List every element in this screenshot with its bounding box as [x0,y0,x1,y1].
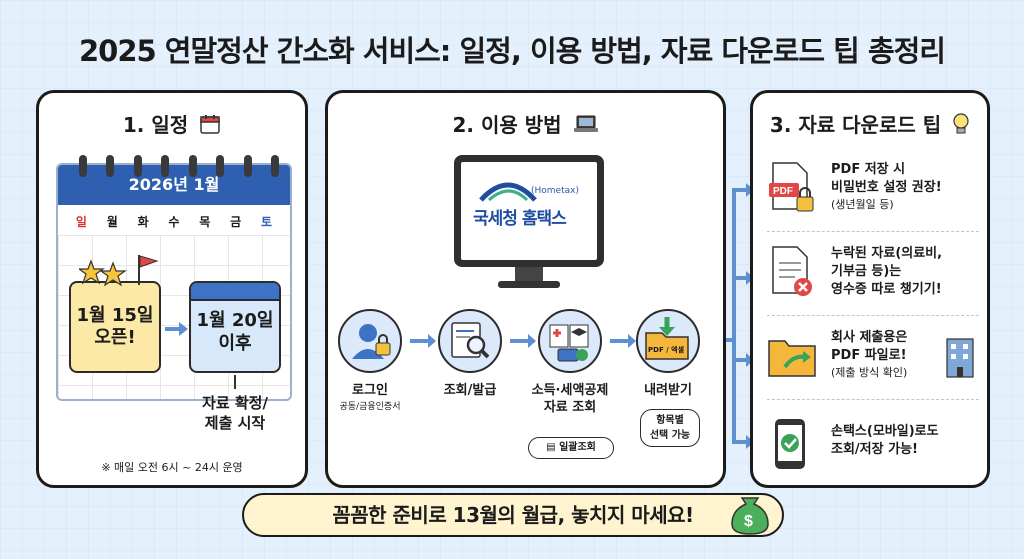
closing-banner: 꼼꼼한 준비로 13월의 월급, 놓치지 마세요! [242,493,784,537]
arrow-right-icon [163,319,189,343]
operating-hours-note: ※ 매일 오전 6시 ~ 24시 운영 [101,461,243,474]
tip3-line3: (제출 방식 확인) [831,366,908,380]
laptop-icon [573,114,599,139]
item-select-badge: 항목별 선택 가능 [640,409,700,447]
list-icon: ▤ [546,442,560,453]
weekday-tue: 화 [137,215,149,229]
bulk-query-badge: ▤ 일괄조회 [528,437,614,459]
login-sub: 공동/금융인증서 [339,401,401,412]
deduction-step-icon [538,309,602,373]
tips-heading: 3. 자료 다운로드 팁 [769,113,942,137]
after-date: 1월 20일 [196,310,274,331]
hometax-kr: 국세청 홈택스 [473,209,567,229]
hometax-screen: (Hometax) 국세청 홈택스 [461,162,597,260]
search-step-icon [438,309,502,373]
money-bag-icon: $ [728,488,772,540]
tip4-text: 손택스(모바일)로도 조회/저장 가능! [831,423,939,459]
after-label: 이후 [218,332,252,354]
tip4-line2: 조회/저장 가능! [831,442,918,458]
monitor-icon: (Hometax) 국세청 홈택스 [454,155,604,267]
usage-heading: 2. 이용 방법 [452,113,562,137]
document-error-icon [767,245,815,297]
tip1-text: PDF 저장 시 비밀번호 설정 권장! (생년월일 등) [831,161,942,213]
tip4-line1: 손택스(모바일)로도 [831,424,939,439]
pdf-lock-icon: PDF [767,161,815,213]
weekday-fri: 금 [230,215,242,229]
login-step-label: 로그인 공동/금융인증서 [325,383,415,414]
open-date-note: 1월 15일 오픈! [69,281,161,373]
calendar-rings [79,155,279,177]
mobile-check-icon [767,417,815,469]
schedule-heading: 1. 일정 [122,113,189,137]
search-step-label: 조회/발급 [443,383,497,398]
weekday-row: 일 월 화 수 목 금 토 [58,205,290,230]
pdf-badge: PDF [773,186,793,197]
monitor-base [498,281,560,288]
schedule-heading-row: 1. 일정 [39,109,305,140]
hometax-logo-icon [479,182,537,202]
tip3-text: 회사 제출용은 PDF 파일로! (제출 방식 확인) [831,329,907,381]
tip2-line2: 기부금 등)는 [831,264,902,280]
download-step-icon: PDF / 엑셀 [636,309,700,373]
deduction-step-label: 소득·세액공제 자료 조회 [520,383,620,417]
flow-arrow [610,334,636,348]
calendar-icon [199,113,221,140]
flow-arrow [510,334,536,348]
bulk-query-label: 일괄조회 [559,442,596,453]
download-step-label: 내려받기 [644,383,692,398]
tip3-line2: PDF 파일로! [831,348,907,364]
weekday-thu: 목 [199,215,211,229]
open-label: 오픈! [94,327,136,348]
tip2-text: 누락된 자료(의료비, 기부금 등)는 영수증 따로 챙기기! [831,245,942,300]
deduction-label: 소득·세액공제 [531,383,609,398]
tip2-line1: 누락된 자료(의료비, [831,246,943,261]
weekday-mon: 월 [106,215,118,229]
flag-icon [135,253,161,289]
deduction-label2: 자료 조회 [543,399,597,415]
tip1-line3: (생년월일 등) [831,198,894,212]
hometax-en: (Hometax) [531,186,579,196]
login-label: 로그인 [352,383,388,398]
tip1-line2: 비밀번호 설정 권장! [831,180,942,196]
building-icon [943,335,977,383]
page-title: 2025 연말정산 간소화 서비스: 일정, 이용 방법, 자료 다운로드 팁 … [79,34,946,68]
item-select-line1: 항목별 [656,415,684,426]
tip2-line3: 영수증 따로 챙기기! [831,282,942,298]
folder-format-text: PDF / 엑셀 [648,346,685,354]
caption-line2: 제출 시작 [204,414,266,433]
usage-panel: 2. 이용 방법 (Hometax) 국세청 홈택스 PDF / 엑셀 로그인 … [325,90,726,488]
tip1-line1: PDF 저장 시 [831,162,906,177]
usage-heading-row: 2. 이용 방법 [328,109,723,139]
weekday-wed: 수 [168,215,180,229]
flow-arrow [410,334,436,348]
monitor-stand [515,267,543,283]
folder-share-icon [767,329,816,381]
weekday-sun: 일 [75,215,87,229]
lightbulb-icon [952,112,970,141]
stars-icon [77,259,139,293]
submission-caption: 자료 확정/ 제출 시작 [179,393,291,434]
open-date: 1월 15일 [76,304,154,326]
divider [767,399,979,400]
tips-heading-row: 3. 자료 다운로드 팁 [753,109,987,141]
weekday-sat: 토 [260,215,272,229]
item-select-line2: 선택 가능 [649,430,691,441]
after-date-note: 1월 20일 이후 [189,281,281,373]
schedule-panel: 1. 일정 2026년 1월 일 월 화 수 목 금 토 1월 15일 오픈! [36,90,308,488]
download-tips-panel: 3. 자료 다운로드 팁 PDF PDF 저장 시 비밀번호 설정 권장! (생… [750,90,990,488]
caption-line1: 자료 확정/ [202,394,268,412]
svg-text:$: $ [744,513,753,530]
login-step-icon [338,309,402,373]
divider [767,315,979,316]
connector-line [234,375,236,389]
divider [767,231,979,232]
tip3-line1: 회사 제출용은 [831,330,908,345]
